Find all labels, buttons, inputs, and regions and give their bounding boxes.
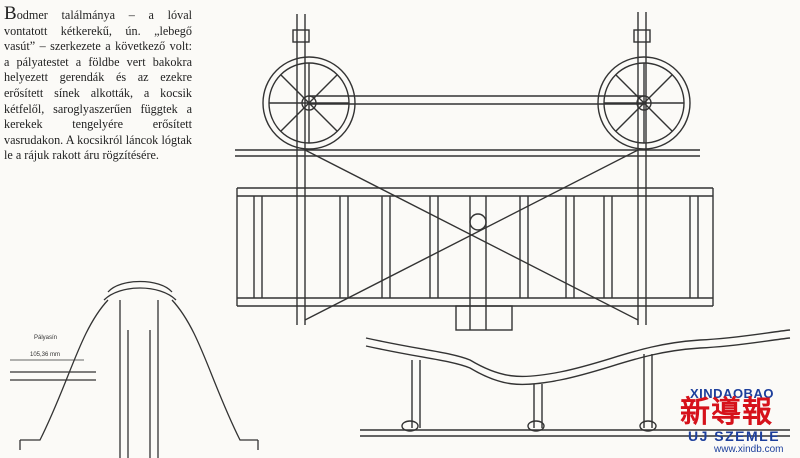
article-body: odmer találmánya – a lóval vontatott két… xyxy=(4,8,192,163)
left-mast-cap xyxy=(292,29,310,43)
left-wheel xyxy=(262,56,356,150)
rail-label: Pályasín xyxy=(34,335,58,341)
article-paragraph: Bodmer találmánya – a lóval vontatott ké… xyxy=(4,3,192,164)
watermark-subtitle: UJ SZEMLE xyxy=(688,428,781,444)
center-base xyxy=(455,305,513,331)
watermark-name: XINDAOBAO xyxy=(690,386,774,401)
right-mast-cap xyxy=(633,29,651,43)
track-profile-drawing xyxy=(360,329,791,437)
article-text: Bodmer találmánya – a lóval vontatott ké… xyxy=(4,3,192,164)
frame-posts xyxy=(253,196,699,298)
cross-section-drawing xyxy=(10,280,259,458)
right-wheel xyxy=(597,56,691,150)
watermark-url: www.xindb.com xyxy=(714,444,784,455)
dimension-label: 105,36 mm xyxy=(30,352,61,358)
brace-hub xyxy=(469,213,487,231)
cross-brace-b xyxy=(304,149,639,321)
drop-cap: B xyxy=(4,3,17,24)
watermark-logo-text: 新導報 xyxy=(680,395,773,430)
